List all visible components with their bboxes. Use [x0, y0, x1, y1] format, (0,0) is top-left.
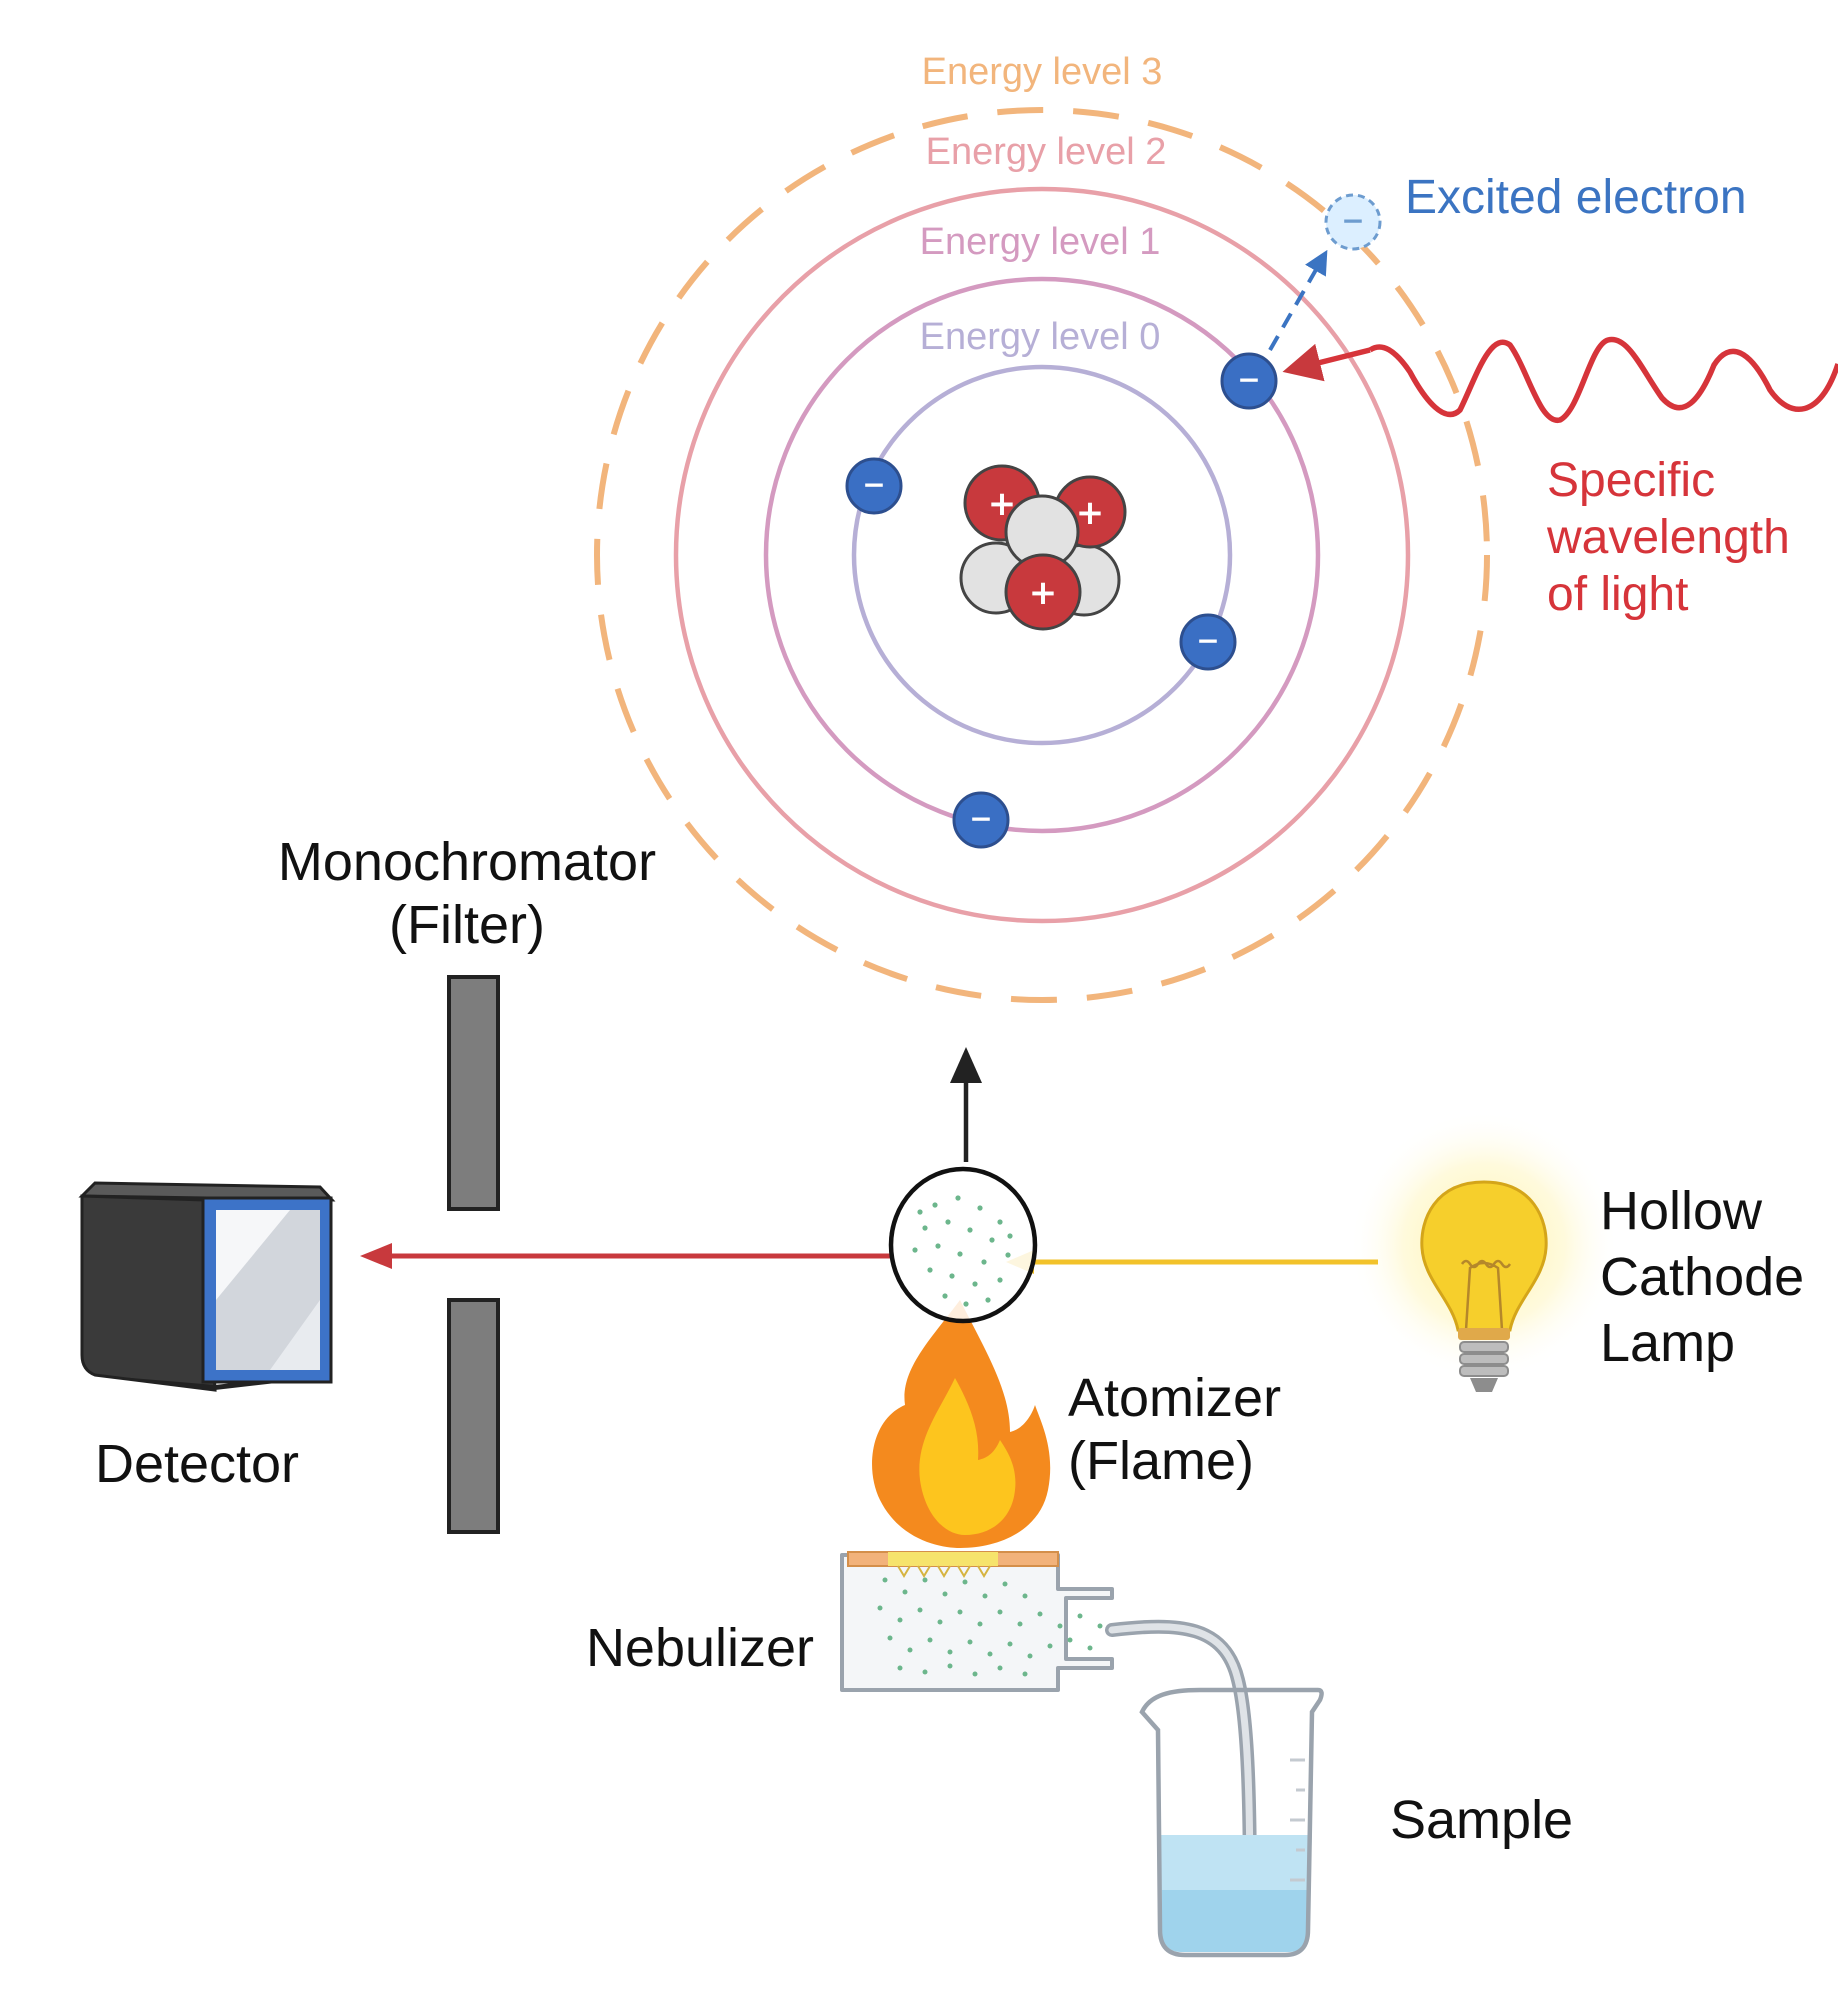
lamp-label-line2: Cathode [1600, 1247, 1804, 1307]
light-wave [1368, 336, 1838, 423]
detector-window-shine [216, 1210, 290, 1300]
lamp-thread [1459, 1365, 1509, 1377]
nucleus [959, 464, 1127, 631]
monochromator-slit-bottom [447, 1298, 500, 1534]
excited-electron [1324, 193, 1382, 251]
proton-sign: + [1029, 573, 1058, 613]
energy-level-3-orbit [594, 107, 1490, 1003]
nebulizer-label: Nebulizer [586, 1618, 814, 1678]
electron [952, 791, 1010, 849]
flame [872, 1300, 1051, 1548]
detector [78, 1181, 336, 1392]
electron-sign: − [969, 802, 992, 835]
light-label-line3: of light [1547, 568, 1688, 621]
hollow-cathode-lamp [1420, 1180, 1548, 1392]
electron [845, 457, 903, 515]
electron-sign: − [1196, 624, 1219, 657]
nebulizer-aerosol-dots [877, 1577, 1103, 1677]
light-label-line1: Specific [1547, 454, 1715, 507]
proton-sign: + [1076, 493, 1105, 533]
energy-level-1-orbit [763, 276, 1321, 834]
monochromator [447, 975, 500, 1534]
lamp-thread [1459, 1353, 1509, 1365]
monochromator-slit-top [447, 975, 500, 1211]
monochromator-label-line1: Monochromator [278, 832, 656, 892]
electrons [845, 352, 1278, 849]
sample-uptake-tube-core [1108, 1623, 1254, 1909]
proton [1004, 553, 1082, 631]
electron [1179, 613, 1237, 671]
atom-model: Energy level 3 Energy level 2 Energy lev… [594, 51, 1838, 1003]
excited-electron-sign: − [1341, 204, 1364, 237]
sample-beaker [1139, 1687, 1324, 1958]
nebulizer-chamber [840, 1553, 1114, 1692]
energy-level-0-label: Energy level 0 [920, 316, 1161, 358]
atomizer-label-line2: (Flame) [1068, 1431, 1254, 1491]
energy-level-2-orbit [673, 186, 1411, 924]
lamp-tip [1470, 1378, 1498, 1392]
lamp-base [1458, 1328, 1510, 1340]
energy-level-1-label: Energy level 1 [920, 221, 1161, 263]
atomizer-label-line1: Atomizer [1068, 1368, 1281, 1428]
lamp-thread [1459, 1341, 1509, 1353]
electron-sign: − [862, 468, 885, 501]
lamp-filament [1460, 1259, 1512, 1331]
excited-electron-label: Excited electron [1405, 171, 1747, 224]
energy-level-0-orbit [851, 364, 1233, 746]
burner-slot [888, 1552, 998, 1566]
electron-ground-state [1220, 352, 1278, 410]
detector-body [80, 1194, 217, 1392]
nebulizer [840, 1551, 1114, 1692]
excitation-arrow [1268, 249, 1328, 351]
transmitted-beam-arrowhead [360, 1243, 392, 1269]
detector-label: Detector [95, 1434, 299, 1494]
sample-label: Sample [1390, 1790, 1573, 1850]
atom-zoom-arrowhead [950, 1047, 982, 1083]
energy-level-2-label: Energy level 2 [926, 131, 1167, 173]
lamp-label-line3: Lamp [1600, 1313, 1735, 1373]
atomic-vapour-cloud [888, 1166, 1038, 1324]
atomic-vapour-dots [912, 1195, 1013, 1307]
proton-sign: + [988, 484, 1017, 524]
beaker-liquid-deep [1162, 1890, 1310, 1952]
light-label-line2: wavelength [1546, 511, 1790, 564]
monochromator-label-line2: (Filter) [389, 895, 545, 955]
light-arrow [1282, 343, 1371, 382]
beaker-glass [1139, 1687, 1324, 1958]
flame-inner [919, 1378, 1016, 1535]
energy-level-3-label: Energy level 3 [922, 51, 1163, 93]
burner-jets [897, 1565, 991, 1578]
lamp-label-line1: Hollow [1600, 1181, 1763, 1241]
electron-sign: − [1237, 363, 1260, 396]
